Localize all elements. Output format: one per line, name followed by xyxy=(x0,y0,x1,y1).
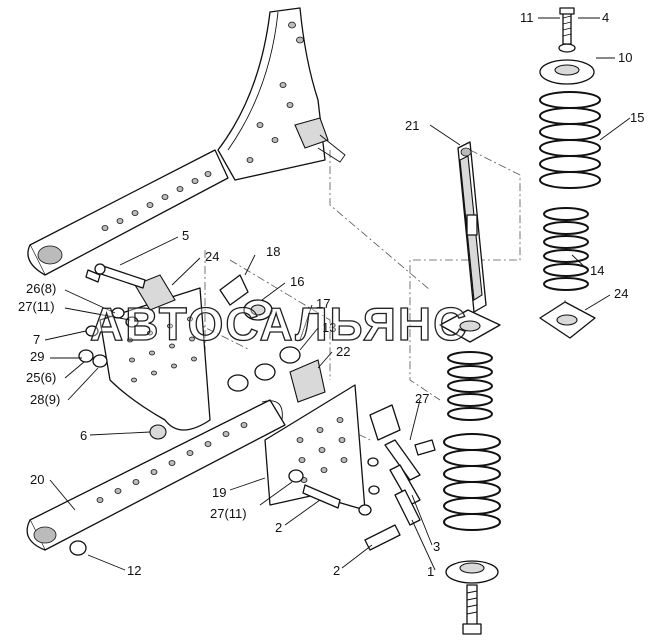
lower-bracket-plate xyxy=(264,384,401,511)
callout-10: 10 xyxy=(618,50,632,65)
callout-6: 6 xyxy=(80,428,87,443)
upper-coil-spring xyxy=(539,91,601,189)
callout-18: 18 xyxy=(266,244,280,259)
lower-coil-spring xyxy=(443,433,501,531)
callout-26-8: 26(8) xyxy=(26,281,56,296)
assembly-lines xyxy=(149,149,566,441)
callout-15: 15 xyxy=(630,110,644,125)
callout-29: 29 xyxy=(30,349,44,364)
upper-link-arm xyxy=(27,149,229,276)
callout-27-11a: 27(11) xyxy=(18,299,55,314)
spring-seat-right xyxy=(539,301,596,339)
callout-27: 27 xyxy=(415,391,429,406)
middle-coil-spring xyxy=(447,351,493,421)
callout-24b: 24 xyxy=(614,286,628,301)
lower-bolts xyxy=(288,439,436,551)
callout-3: 3 xyxy=(433,539,440,554)
lower-link-arm xyxy=(26,399,286,556)
callout-7: 7 xyxy=(33,332,40,347)
callout-17: 17 xyxy=(316,296,330,311)
callout-1: 1 xyxy=(427,564,434,579)
callout-20: 20 xyxy=(30,472,44,487)
upper-shock-mount xyxy=(457,141,487,313)
spring-cup-bottom xyxy=(445,560,499,635)
small-bushings xyxy=(219,274,326,403)
leader-lines xyxy=(44,17,631,571)
callout-2a: 2 xyxy=(275,520,282,535)
watermark-text: АВТОСАЛЬЯНС xyxy=(90,298,468,350)
inner-coil-spring xyxy=(543,207,589,291)
callout-14: 14 xyxy=(590,263,604,278)
spring-cup-top xyxy=(539,7,595,85)
callout-13: 13 xyxy=(322,320,336,335)
spring-seat-middle xyxy=(439,309,501,343)
left-hardware xyxy=(78,263,167,440)
callout-25-6: 25(6) xyxy=(26,370,56,385)
callout-19: 19 xyxy=(212,485,226,500)
callout-11: 11 xyxy=(520,10,534,25)
callout-16: 16 xyxy=(290,274,304,289)
callout-labels: 11 4 10 15 21 5 18 24 16 26(8) 27(11) 17… xyxy=(18,10,644,579)
callout-21: 21 xyxy=(405,118,419,133)
callout-5: 5 xyxy=(182,228,189,243)
callout-28-9: 28(9) xyxy=(30,392,60,407)
upper-bracket-plate xyxy=(217,7,346,181)
callout-4: 4 xyxy=(602,10,609,25)
callout-24a: 24 xyxy=(205,249,219,264)
callout-2b: 2 xyxy=(333,563,340,578)
callout-12: 12 xyxy=(127,563,141,578)
callout-22: 22 xyxy=(336,344,350,359)
callout-27-11b: 27(11) xyxy=(210,506,247,521)
